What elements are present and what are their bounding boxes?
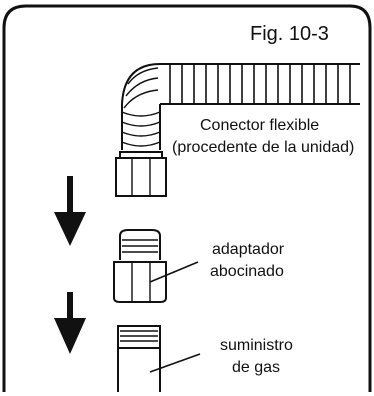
figure-label: Fig. 10-3	[250, 23, 329, 45]
adapter-label-line2: abocinado	[210, 263, 284, 280]
adapter-label-line1: adaptador	[212, 241, 285, 258]
connector-label-line2: (procedente de la unidad)	[172, 139, 355, 156]
flexible-connector	[115, 63, 360, 197]
supply-label-line2: de gas	[232, 359, 281, 376]
flare-adapter	[113, 229, 199, 303]
down-arrow-icon	[54, 176, 86, 246]
figure-border	[2, 4, 372, 392]
supply-label-line1: suministro	[220, 337, 293, 354]
connector-label-line1: Conector flexible	[200, 117, 320, 134]
gas-supply-pipe	[117, 325, 201, 392]
down-arrow-icon	[54, 292, 86, 354]
